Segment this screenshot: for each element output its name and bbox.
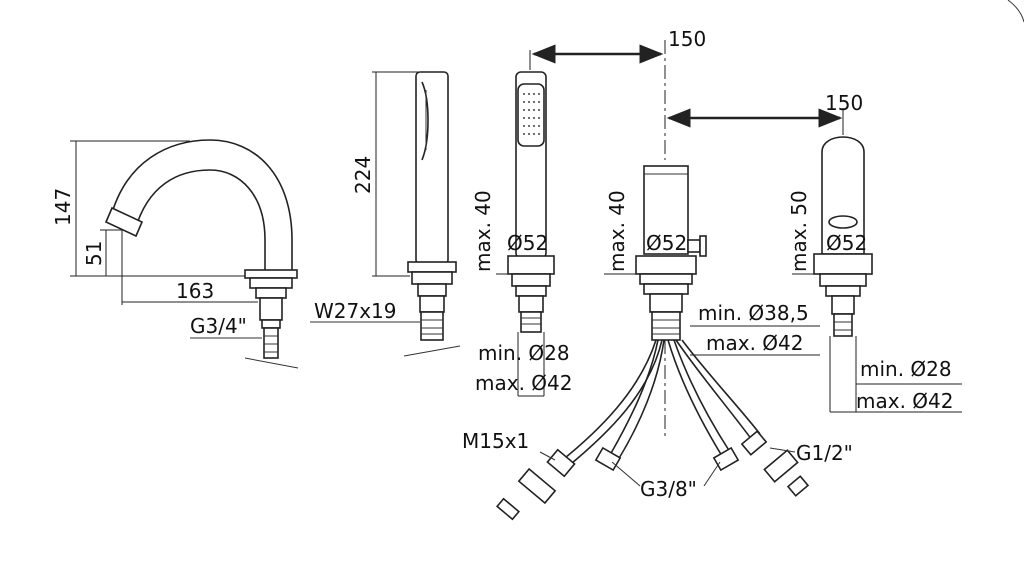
min28-a-label: min. Ø28: [478, 341, 570, 365]
spout-inner-curve: [134, 169, 266, 272]
hose-fitting-g38-right: [712, 446, 740, 472]
max40-a-label: max. 40: [471, 190, 495, 272]
mixer-thread: [651, 311, 681, 341]
handshower-front-drawing: max. 40 Ø52 min. Ø28 max. Ø42: [471, 71, 572, 397]
mixer-collar: [639, 273, 693, 285]
hose-tip-left: [495, 497, 521, 521]
handshower-front-ring: [507, 255, 555, 275]
filler-outlet: [828, 215, 858, 229]
handshower-side-ring: [407, 261, 457, 273]
d52-b-label: Ø52: [646, 231, 687, 255]
spout-base-ring: [244, 269, 298, 279]
spout-base-collar: [249, 277, 293, 289]
d52-c-label: Ø52: [826, 231, 867, 255]
handshower-front-head: [517, 83, 545, 147]
spout-deck-line: [244, 357, 299, 369]
handshower-nozzles: [523, 93, 540, 135]
handshower-front-collar: [511, 273, 551, 287]
min28-b-label: min. Ø28: [860, 357, 952, 381]
handshower-front-thread: [520, 311, 542, 333]
mixer-hoses: [559, 339, 761, 469]
max50-label: max. 50: [787, 190, 811, 272]
g12-label: G1/2": [796, 441, 853, 465]
filler-shank: [831, 295, 855, 315]
handshower-side-head: [421, 81, 429, 161]
g34-label: G3/4": [190, 314, 247, 338]
d52-a-label: Ø52: [507, 231, 548, 255]
mixer-nut: [643, 283, 689, 295]
mixer-lever-stub: [687, 239, 701, 253]
handshower-side-nut: [417, 283, 447, 297]
spout-base-nut: [255, 287, 287, 299]
m15x1-leader: [539, 451, 556, 461]
dim-163-label: 163: [176, 279, 214, 303]
hose-fitting-g38-left: [594, 446, 622, 472]
m15x1-label: M15x1: [462, 429, 529, 453]
spout-outer-curve: [109, 139, 293, 272]
g38-leader-left: [611, 461, 641, 487]
dim-147-label: 147: [51, 188, 75, 226]
filler-thread: [833, 313, 853, 337]
filler-collar: [819, 273, 867, 287]
filler-ring: [813, 253, 873, 275]
handshower-side-drawing: 224 W27x19: [310, 71, 461, 357]
mixer-drawing: 150 150 max. 40 Ø52 min. Ø38,5 max. Ø42: [462, 27, 863, 521]
mixer-lever-cap: [699, 235, 707, 257]
max42-a-label: max. Ø42: [475, 371, 572, 395]
g12-leader: [769, 447, 796, 453]
min385-label: min. Ø38,5: [698, 301, 809, 325]
max42-b-label: max. Ø42: [706, 331, 803, 355]
spout-shank-nut: [261, 319, 281, 329]
spout-drawing: 147 51 163 G3/4": [51, 139, 299, 369]
corner-arc: [1007, 0, 1024, 23]
filler-nut: [825, 285, 861, 297]
handshower-side-shank: [419, 295, 445, 313]
max40-b-label: max. 40: [605, 190, 629, 272]
g38-leader-right: [703, 461, 721, 487]
dim-224-label: 224: [351, 156, 375, 194]
handshower-front-shank: [518, 295, 544, 313]
filler-drawing: max. 50 Ø52 min. Ø28 max. Ø42: [787, 136, 962, 413]
max42-c-label: max. Ø42: [856, 389, 953, 413]
hose-fitting-g12: [740, 430, 768, 456]
mixer-body: [643, 165, 689, 255]
spout-shank: [259, 297, 283, 321]
dim-150-top-label: 150: [668, 27, 706, 51]
mixer-shank: [649, 293, 683, 313]
hose-end-left: [517, 467, 557, 505]
handshower-side-thread: [420, 311, 444, 341]
spout-outlet: [104, 206, 144, 238]
handshower-side-body: [415, 71, 449, 265]
dim-51-label: 51: [82, 241, 106, 266]
spout-thread: [263, 327, 279, 359]
handshower-deck-line: [403, 345, 461, 357]
mixer-ring: [635, 255, 697, 275]
hose-tip-right: [786, 475, 810, 497]
hose-end-right: [763, 449, 799, 483]
hose-fitting-m15-left: [546, 448, 576, 478]
handshower-side-collar: [411, 271, 453, 285]
handshower-front-nut: [515, 285, 547, 297]
w27x19-label: W27x19: [314, 299, 397, 323]
dim-150-right-label: 150: [825, 91, 863, 115]
g38-label: G3/8": [640, 477, 697, 501]
